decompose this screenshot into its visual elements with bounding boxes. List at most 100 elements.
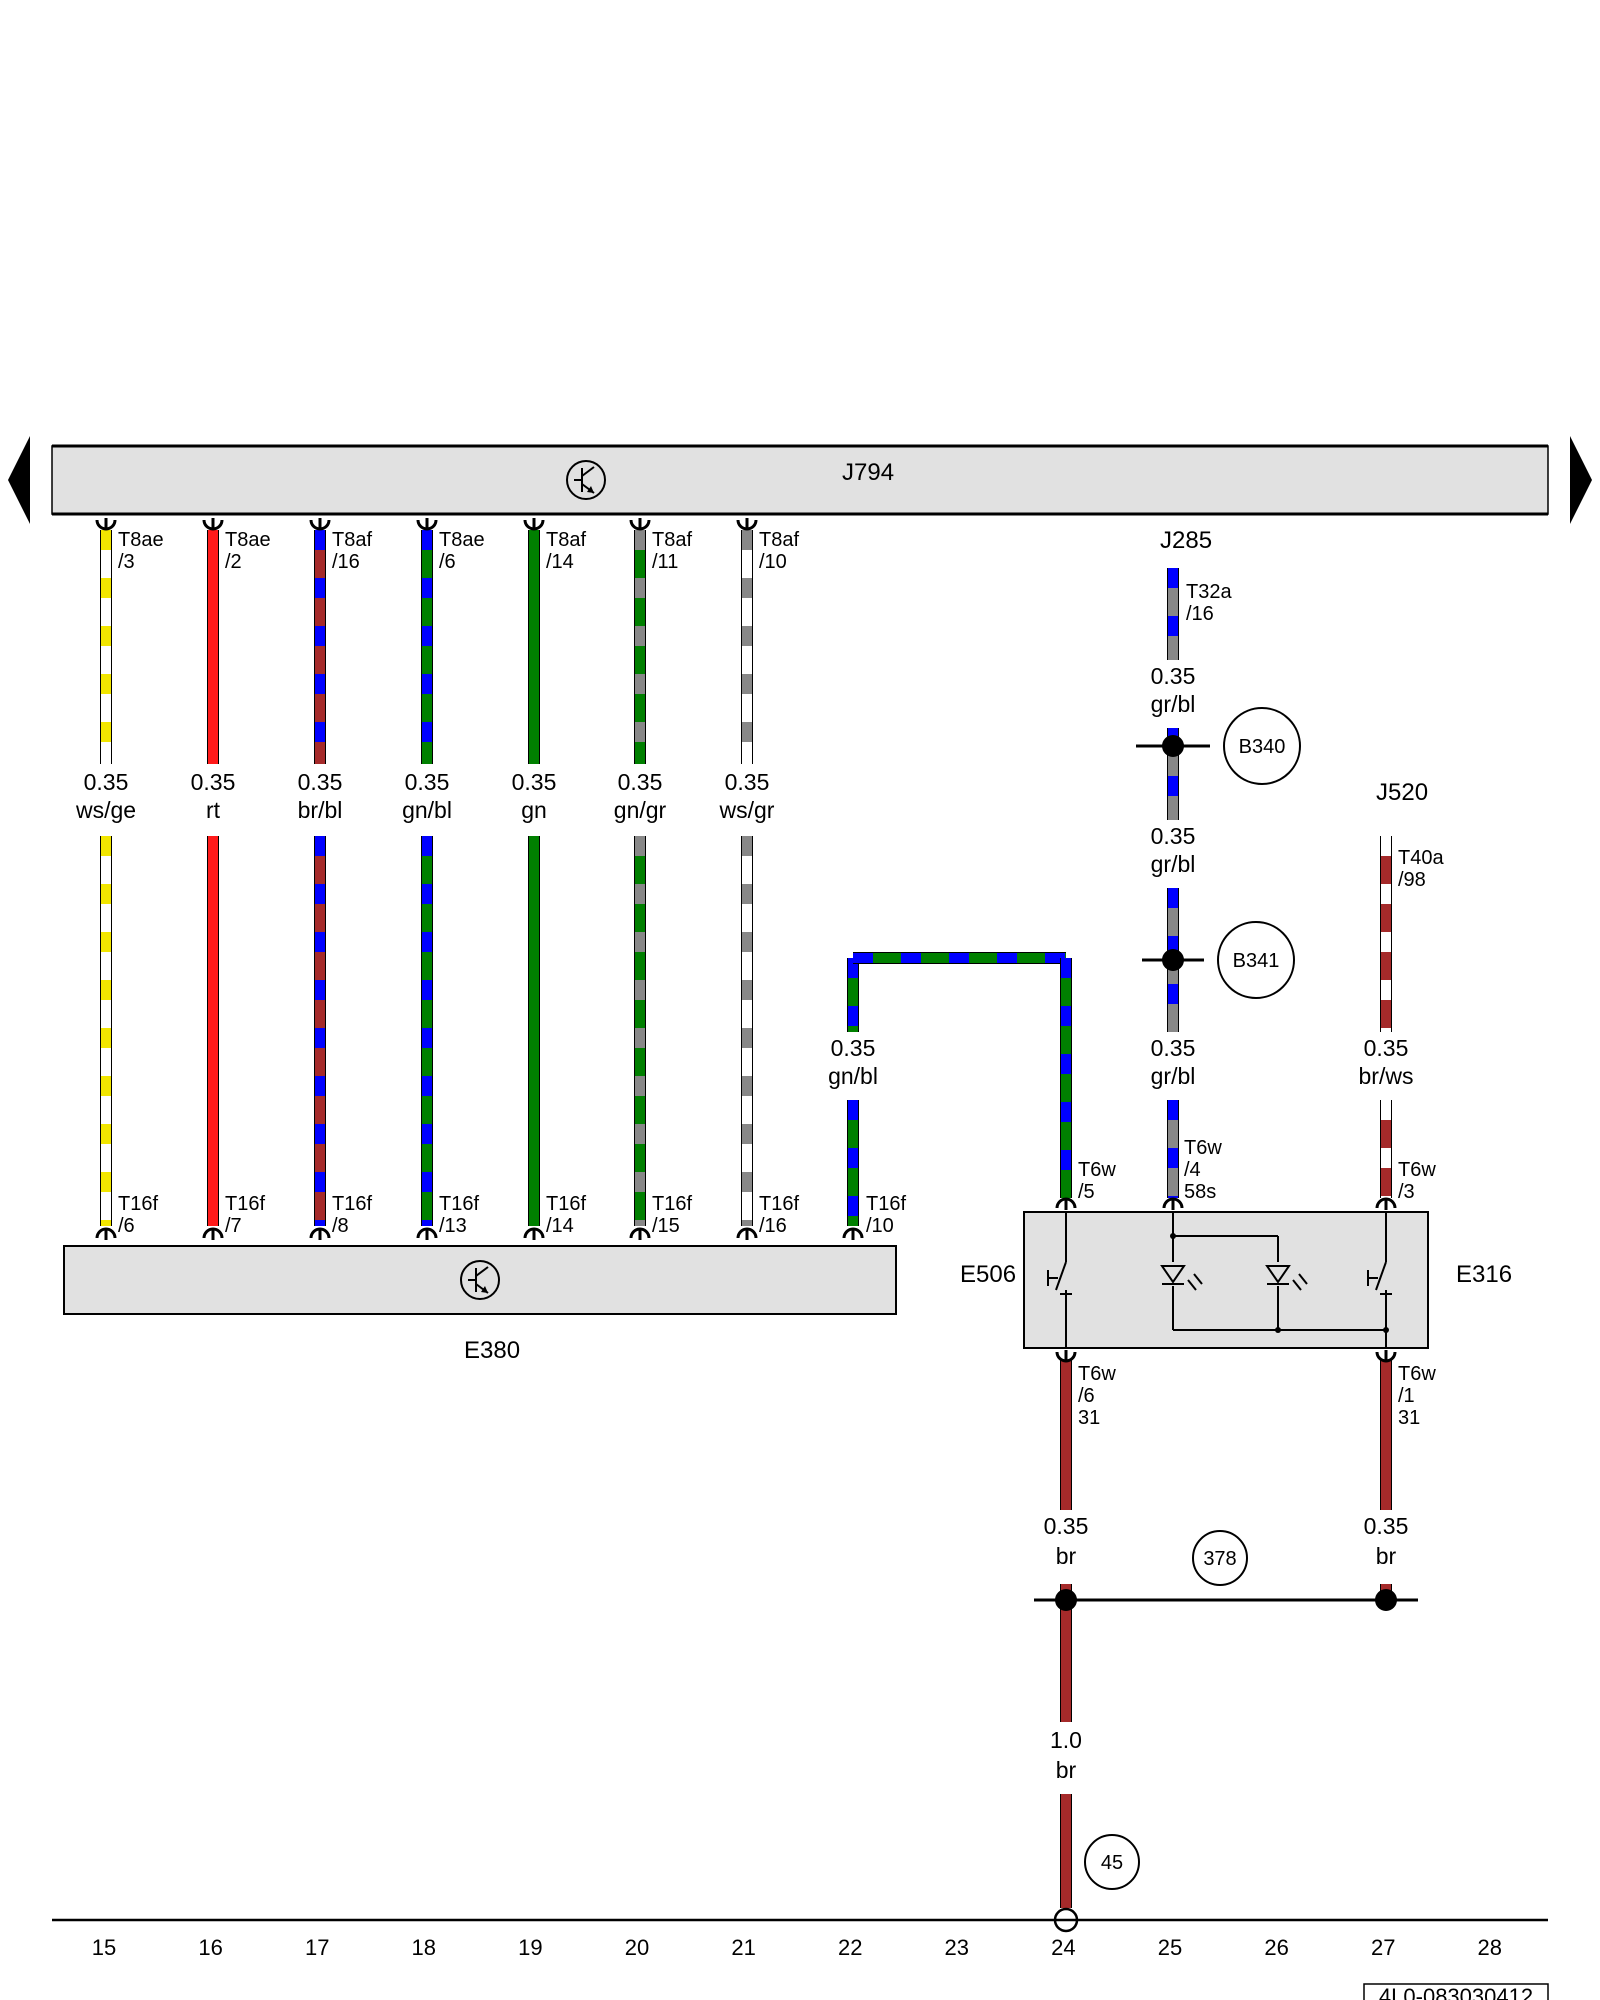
component-label-j520: J520	[1376, 779, 1428, 806]
wire-size-label: 1.0	[1050, 1727, 1082, 1753]
switch-icon	[1047, 1212, 1072, 1348]
splice-marker-378	[1192, 1530, 1248, 1586]
pin-label: /10	[759, 551, 787, 573]
splice-marker-b340	[1223, 707, 1301, 785]
wire-size-label: 0.35	[191, 769, 236, 795]
wire-size-label: 0.35	[1151, 663, 1196, 689]
wire-color-label: rt	[206, 797, 221, 823]
column-number: 28	[1478, 1935, 1502, 1960]
svg-text:4L0-083030412: 4L0-083030412	[1379, 1984, 1533, 2000]
pin-label: /3	[118, 551, 135, 573]
connector-label: T8ae	[118, 529, 164, 551]
pin-label: /15	[652, 1215, 680, 1237]
pin-label: /3	[1398, 1181, 1415, 1203]
connector-label: T16f	[546, 1193, 586, 1215]
pin-label: /7	[225, 1215, 242, 1237]
column-number: 24	[1051, 1935, 1075, 1960]
terminal-label: 58s	[1184, 1181, 1216, 1203]
column-number: 20	[625, 1935, 649, 1960]
wire-size-label: 0.35	[1151, 823, 1196, 849]
pin-label: /14	[546, 551, 574, 573]
transistor-icon	[566, 460, 606, 500]
connector-label: T8af	[332, 529, 372, 551]
next-page-arrow[interactable]	[1570, 436, 1592, 524]
column-number: 18	[412, 1935, 436, 1960]
loop-wire: 0.35 gn/bl T16f /10 T6w /5	[828, 952, 1116, 1240]
column-number: 27	[1371, 1935, 1395, 1960]
connector-label: T16f	[225, 1193, 265, 1215]
wire-color-label: gn/bl	[828, 1063, 878, 1089]
wire-color-label: ws/ge	[75, 797, 136, 823]
wire-bundle: T8ae/30.35ws/geT16f/6T8ae/20.35rtT16f/7T…	[75, 518, 799, 1240]
pin-label: /1	[1398, 1385, 1415, 1407]
component-label-j794: J794	[842, 459, 894, 486]
j520-wire: J520 T40a /98 0.35 br/ws T6w /3	[1359, 779, 1444, 1210]
prev-page-arrow[interactable]	[8, 436, 30, 524]
splice-label: B341	[1233, 950, 1280, 972]
pin-label: /6	[1078, 1385, 1095, 1407]
pin-label: /16	[332, 551, 360, 573]
splice-label: 378	[1203, 1548, 1236, 1570]
pin-label: /13	[439, 1215, 467, 1237]
column-number: 15	[92, 1935, 116, 1960]
wire-color-label: br/ws	[1359, 1063, 1414, 1089]
component-label-e506: E506	[960, 1261, 1016, 1288]
connector-label: T6w	[1398, 1159, 1436, 1181]
switch-module: E506 E316	[960, 1211, 1512, 1349]
connector-label: T16f	[652, 1193, 692, 1215]
column-number: 22	[838, 1935, 862, 1960]
wire-size-label: 0.35	[1044, 1513, 1089, 1539]
connector-label: T40a	[1398, 847, 1444, 869]
wire-size-label: 0.35	[725, 769, 770, 795]
splice-dot	[1055, 1589, 1077, 1611]
connector-label: T6w	[1398, 1363, 1436, 1385]
connector-label: T16f	[118, 1193, 158, 1215]
splice-dot	[1375, 1589, 1397, 1611]
pin-label: /6	[118, 1215, 135, 1237]
wire-size-label: 0.35	[405, 769, 450, 795]
connector-label: T16f	[866, 1193, 906, 1215]
column-number: 19	[518, 1935, 542, 1960]
pin-label: /11	[652, 551, 678, 573]
pin-label: /2	[225, 551, 242, 573]
document-id: 4L0-083030412	[1363, 1983, 1549, 2000]
wire-color-label: gn	[521, 797, 547, 823]
switch-icon	[1367, 1212, 1392, 1348]
pin-label: /6	[439, 551, 456, 573]
wire-color-label: br	[1056, 1543, 1077, 1569]
connector-label: T8ae	[225, 529, 271, 551]
pin-label: /8	[332, 1215, 349, 1237]
ground-circuit: T6w /6 31 T6w /1 31 0.35 br 0.35 br 1.0 …	[1034, 1350, 1436, 1933]
pin-label: /10	[866, 1215, 894, 1237]
wire-color-label: gr/bl	[1151, 851, 1196, 877]
connector-label: T32a	[1186, 581, 1232, 603]
pin-label: /16	[759, 1215, 787, 1237]
wire-color-label: br/bl	[298, 797, 343, 823]
wire-size-label: 0.35	[84, 769, 129, 795]
control-unit-e380: E380	[63, 1245, 897, 1364]
transistor-icon	[460, 1260, 500, 1300]
pin-label: /14	[546, 1215, 574, 1237]
ground-point-marker	[1084, 1834, 1140, 1890]
connector-label: T8af	[759, 529, 799, 551]
connector-label: T6w	[1078, 1363, 1116, 1385]
connector-label: T16f	[439, 1193, 479, 1215]
wire-size-label: 0.35	[831, 1035, 876, 1061]
column-number: 21	[731, 1935, 755, 1960]
component-label-e380: E380	[464, 1337, 520, 1364]
splice-label: B340	[1239, 736, 1286, 758]
wire-size-label: 0.35	[1364, 1035, 1409, 1061]
led-icon	[1160, 1265, 1203, 1291]
splice-dot	[1162, 735, 1184, 757]
wire-size-label: 0.35	[1364, 1513, 1409, 1539]
connector-label: T16f	[759, 1193, 799, 1215]
